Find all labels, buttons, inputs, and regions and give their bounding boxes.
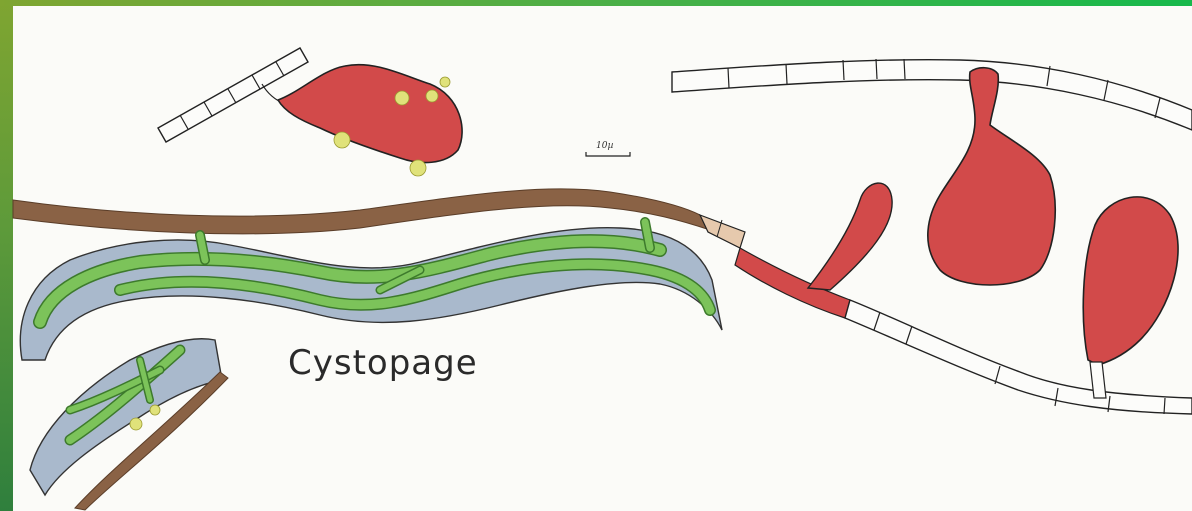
scale-bar: 10µ	[586, 141, 630, 156]
right-teardrop-sporangium	[1083, 197, 1178, 398]
topleft-septate-hypha	[158, 48, 308, 142]
large-pear-sporangium	[928, 68, 1055, 285]
scale-bar-label: 10µ	[596, 141, 613, 151]
upper-right-septate-hypha	[672, 59, 1192, 130]
lower-left-host-fragment	[30, 339, 228, 510]
species-label: Cystopage	[288, 343, 478, 383]
topleft-sporangium	[278, 65, 462, 176]
red-hypha-segment	[735, 183, 892, 318]
